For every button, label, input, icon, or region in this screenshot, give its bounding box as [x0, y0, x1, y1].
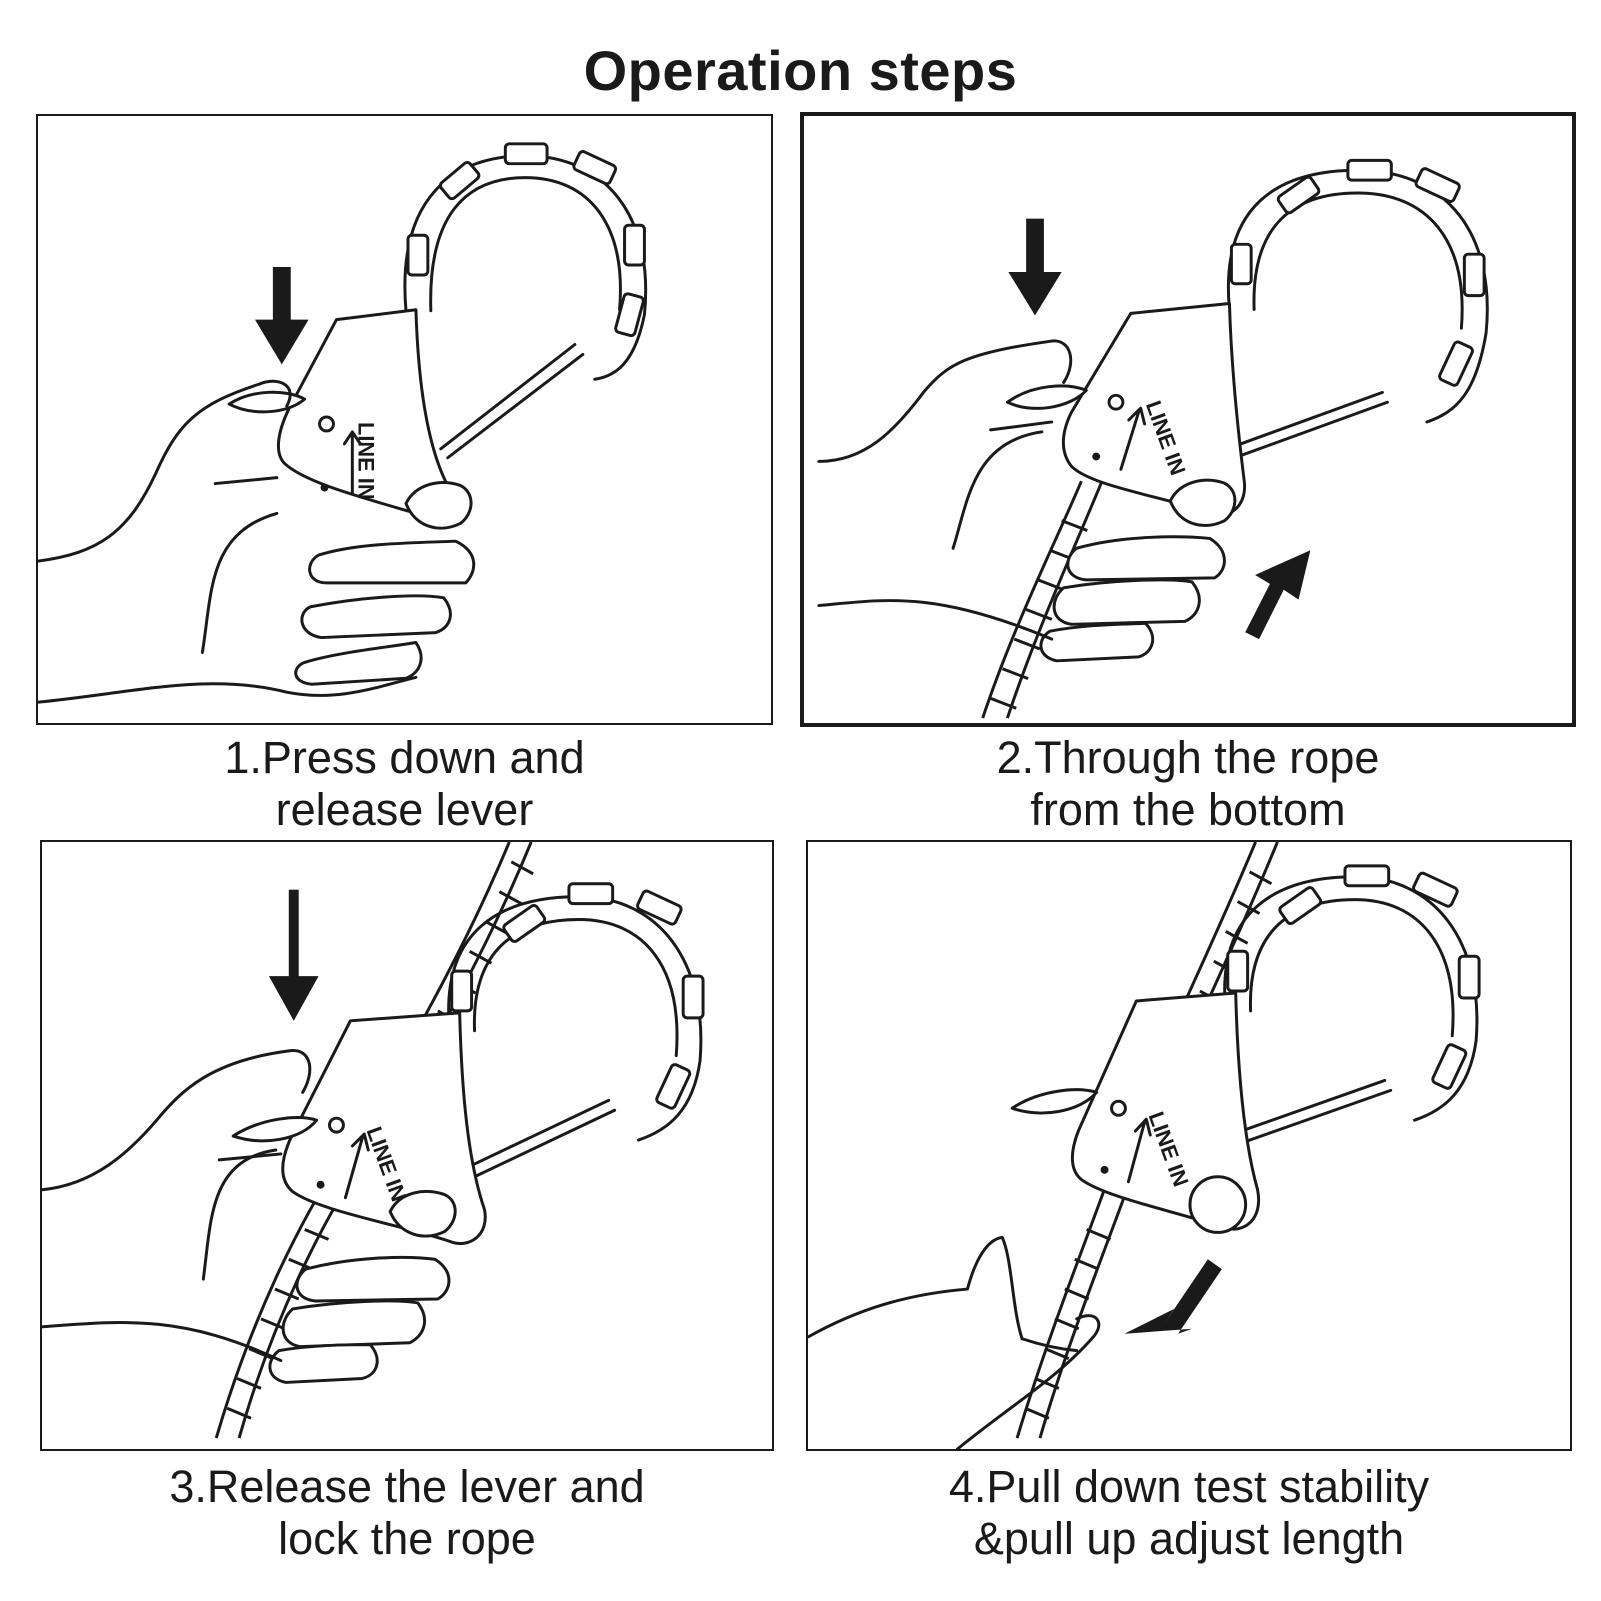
step-2-caption: 2.Through the rope from the bottom — [996, 732, 1380, 835]
gate-bar — [439, 343, 585, 460]
grip-pad — [1438, 340, 1474, 387]
thumb-lever — [231, 1116, 319, 1143]
grip-pad — [636, 889, 683, 926]
grip-pad — [572, 150, 618, 186]
thumb-lever — [1005, 384, 1088, 410]
hand — [38, 379, 476, 704]
arrow-up-icon — [1245, 550, 1311, 640]
hand — [808, 1235, 1101, 1449]
gate-bar — [1218, 390, 1389, 463]
hook-loop — [1226, 158, 1489, 424]
step-2-illustration: LINE IN — [800, 112, 1576, 727]
release-knob — [1188, 1175, 1248, 1234]
grip-pad — [623, 223, 646, 267]
grip-pad — [1343, 864, 1391, 888]
grip-pad — [1412, 871, 1459, 908]
step-1-illustration: LINE IN — [36, 114, 773, 725]
grip-pad — [502, 903, 547, 943]
grip-pad — [503, 142, 549, 166]
step-4-drawing: LINE IN — [808, 842, 1481, 1449]
grip-pad — [1462, 252, 1486, 298]
device-label: LINE IN — [353, 422, 378, 500]
step-4-illustration: LINE IN — [806, 840, 1572, 1451]
step-3-illustration: LINE IN — [40, 840, 774, 1451]
hand — [42, 1049, 457, 1384]
hook-loop — [403, 142, 648, 381]
grip-pad — [681, 974, 705, 1020]
grip-pad — [614, 292, 645, 338]
step-1-caption: 1.Press down and release lever — [224, 732, 585, 835]
arrow-down-left-icon — [1124, 1259, 1222, 1334]
grip-pad — [1457, 954, 1481, 1000]
grip-pad — [567, 882, 615, 906]
device-body: LINE IN — [1061, 302, 1246, 517]
grip-pad — [1229, 242, 1253, 286]
grip-pad — [406, 233, 430, 277]
rope — [981, 480, 1103, 719]
grip-pad — [1278, 886, 1323, 926]
grip-pad — [1431, 1043, 1468, 1090]
step-4-caption: 4.Pull down test stability &pull up adju… — [948, 1461, 1430, 1564]
gate-bar — [450, 1098, 617, 1187]
grip-pad — [438, 160, 481, 201]
grip-pad — [1346, 158, 1393, 182]
grip-pad — [655, 1063, 692, 1110]
device-body: LINE IN — [1070, 991, 1261, 1234]
hook-loop — [447, 882, 705, 1142]
step-1-drawing: LINE IN — [38, 142, 648, 704]
thumb-lever — [1010, 1088, 1099, 1115]
grip-pad — [1226, 949, 1250, 993]
step-3-drawing: LINE IN — [42, 842, 705, 1439]
step-3-caption: 3.Release the lever and lock the rope — [169, 1461, 645, 1564]
grip-pad — [450, 969, 474, 1013]
step-2-drawing: LINE IN — [817, 158, 1489, 719]
arrow-down-icon — [268, 889, 319, 1021]
grip-pad — [1276, 175, 1321, 215]
arrow-down-icon — [254, 267, 309, 365]
grip-pad — [1414, 167, 1461, 203]
hook-loop — [1223, 864, 1481, 1122]
arrow-down-icon — [1008, 218, 1062, 316]
page-title: Operation steps — [583, 39, 1018, 102]
device-body: LINE IN — [281, 1011, 487, 1245]
hand — [817, 339, 1237, 663]
